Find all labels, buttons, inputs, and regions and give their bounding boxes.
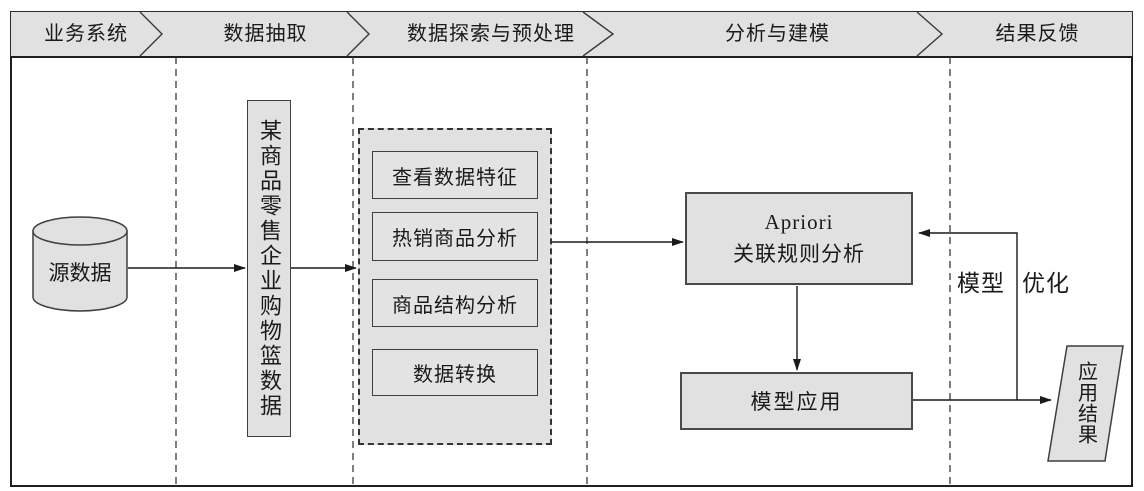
apriori-model-name: Apriori <box>764 210 834 234</box>
step-product-structure-analysis: 商品结构分析 <box>372 279 538 327</box>
phase-business-system: 业务系统 <box>44 23 128 45</box>
phase-data-extraction: 数据抽取 <box>223 23 308 45</box>
source-data-label: 源数据 <box>48 261 112 285</box>
result-label: 应用结果 <box>1074 361 1097 445</box>
feedback-label-optimize: 优化 <box>1022 271 1070 296</box>
basket-data-box: 某商品零售企业购物篮数据 <box>247 100 291 437</box>
exploration-group: 查看数据特征 热销商品分析 商品结构分析 数据转换 <box>358 128 552 445</box>
apriori-model-desc: 关联规则分析 <box>733 241 865 266</box>
step-data-transformation: 数据转换 <box>372 349 538 396</box>
step-hot-product-analysis: 热销商品分析 <box>372 212 538 261</box>
model-apply-box: 模型应用 <box>680 372 913 430</box>
phase-result-feedback: 结果反馈 <box>995 23 1080 45</box>
phase-data-exploration: 数据探索与预处理 <box>407 23 575 45</box>
step-view-data-features: 查看数据特征 <box>372 151 538 199</box>
phase-header-band <box>10 11 1133 57</box>
phase-analysis-modeling: 分析与建模 <box>725 23 830 45</box>
feedback-label-model: 模型 <box>957 271 1005 296</box>
apriori-model-box: Apriori 关联规则分析 <box>685 192 913 285</box>
